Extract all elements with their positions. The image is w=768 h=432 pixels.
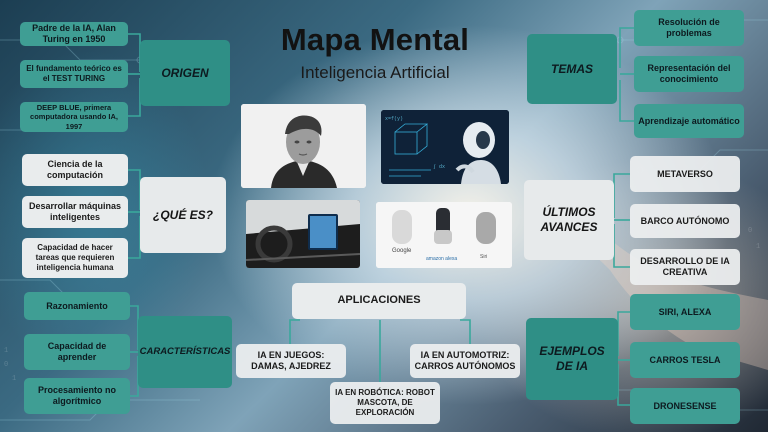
origen-item-deep-blue: DEEP BLUE, primera computadora usando IA… [20, 102, 128, 132]
svg-text:x=f(y): x=f(y) [385, 116, 403, 122]
ultimos-item-barco: BARCO AUTÓNOMO [630, 204, 740, 238]
que-es-item-ciencia: Ciencia de la computación [22, 154, 128, 186]
svg-text:∫ dx: ∫ dx [433, 164, 445, 170]
caracteristicas-item-procesamiento: Procesamiento no algorítmico [24, 378, 130, 414]
svg-text:0: 0 [4, 361, 8, 369]
temas-item-aprendizaje: Aprendizaje automático [634, 104, 744, 138]
svg-text:1: 1 [756, 243, 760, 251]
aplicaciones-hub: APLICACIONES [292, 283, 466, 319]
caracteristicas-hub: CARACTERÍSTICAS [138, 316, 232, 388]
svg-text:1: 1 [4, 347, 8, 355]
svg-text:1: 1 [12, 375, 16, 383]
photo-tesla-interior [246, 200, 360, 268]
temas-item-resolucion: Resolución de problemas [634, 10, 744, 46]
caracteristicas-item-razonamiento: Razonamiento [24, 292, 130, 320]
origen-hub: ORIGEN [140, 40, 230, 106]
ultimos-avances-hub: ÚLTIMOS AVANCES [524, 180, 614, 260]
aplicaciones-item-automotriz: IA EN AUTOMOTRIZ: CARROS AUTÓNOMOS [410, 344, 520, 378]
svg-text:0: 0 [748, 227, 752, 235]
ejemplos-item-tesla: CARROS TESLA [630, 342, 740, 378]
temas-hub: TEMAS [527, 34, 617, 104]
page-title: Mapa Mental [280, 22, 470, 57]
photo-alan-turing [241, 104, 366, 188]
que-es-item-tareas: Capacidad de hacer tareas que requieren … [22, 238, 128, 278]
aplicaciones-item-juegos: IA EN JUEGOS: DAMAS, AJEDREZ [236, 344, 346, 378]
page-subtitle: Inteligencia Artificial [300, 63, 450, 82]
que-es-item-maquinas: Desarrollar máquinas inteligentes [22, 196, 128, 228]
aplicaciones-item-robotica: IA EN ROBÓTICA: ROBOT MASCOTA, DE EXPLOR… [330, 382, 440, 424]
origen-item-test-turing: El fundamento teórico es el TEST TURING [20, 60, 128, 88]
photo-ai-robot: x=f(y) ∫ dx [381, 110, 509, 184]
ejemplos-hub: EJEMPLOS DE IA [526, 318, 618, 400]
ultimos-item-metaverso: METAVERSO [630, 156, 740, 192]
caracteristicas-item-aprender: Capacidad de aprender [24, 334, 130, 370]
temas-item-representacion: Representación del conocimiento [634, 56, 744, 92]
speaker-label-siri: Siri [480, 254, 488, 260]
speaker-label-google: Google [392, 248, 412, 254]
que-es-hub: ¿QUÉ ES? [140, 177, 226, 253]
origen-item-turing: Padre de la IA, Alan Turing en 1950 [20, 22, 128, 46]
ejemplos-item-siri-alexa: SIRI, ALEXA [630, 294, 740, 330]
ejemplos-item-dronesense: DRONESENSE [630, 388, 740, 424]
speaker-label-alexa: amazon alexa [426, 256, 458, 262]
ultimos-item-ia-creativa: DESARROLLO DE IA CREATIVA [630, 249, 740, 285]
photo-smart-speakers: Google amazon alexa Siri [376, 202, 512, 268]
